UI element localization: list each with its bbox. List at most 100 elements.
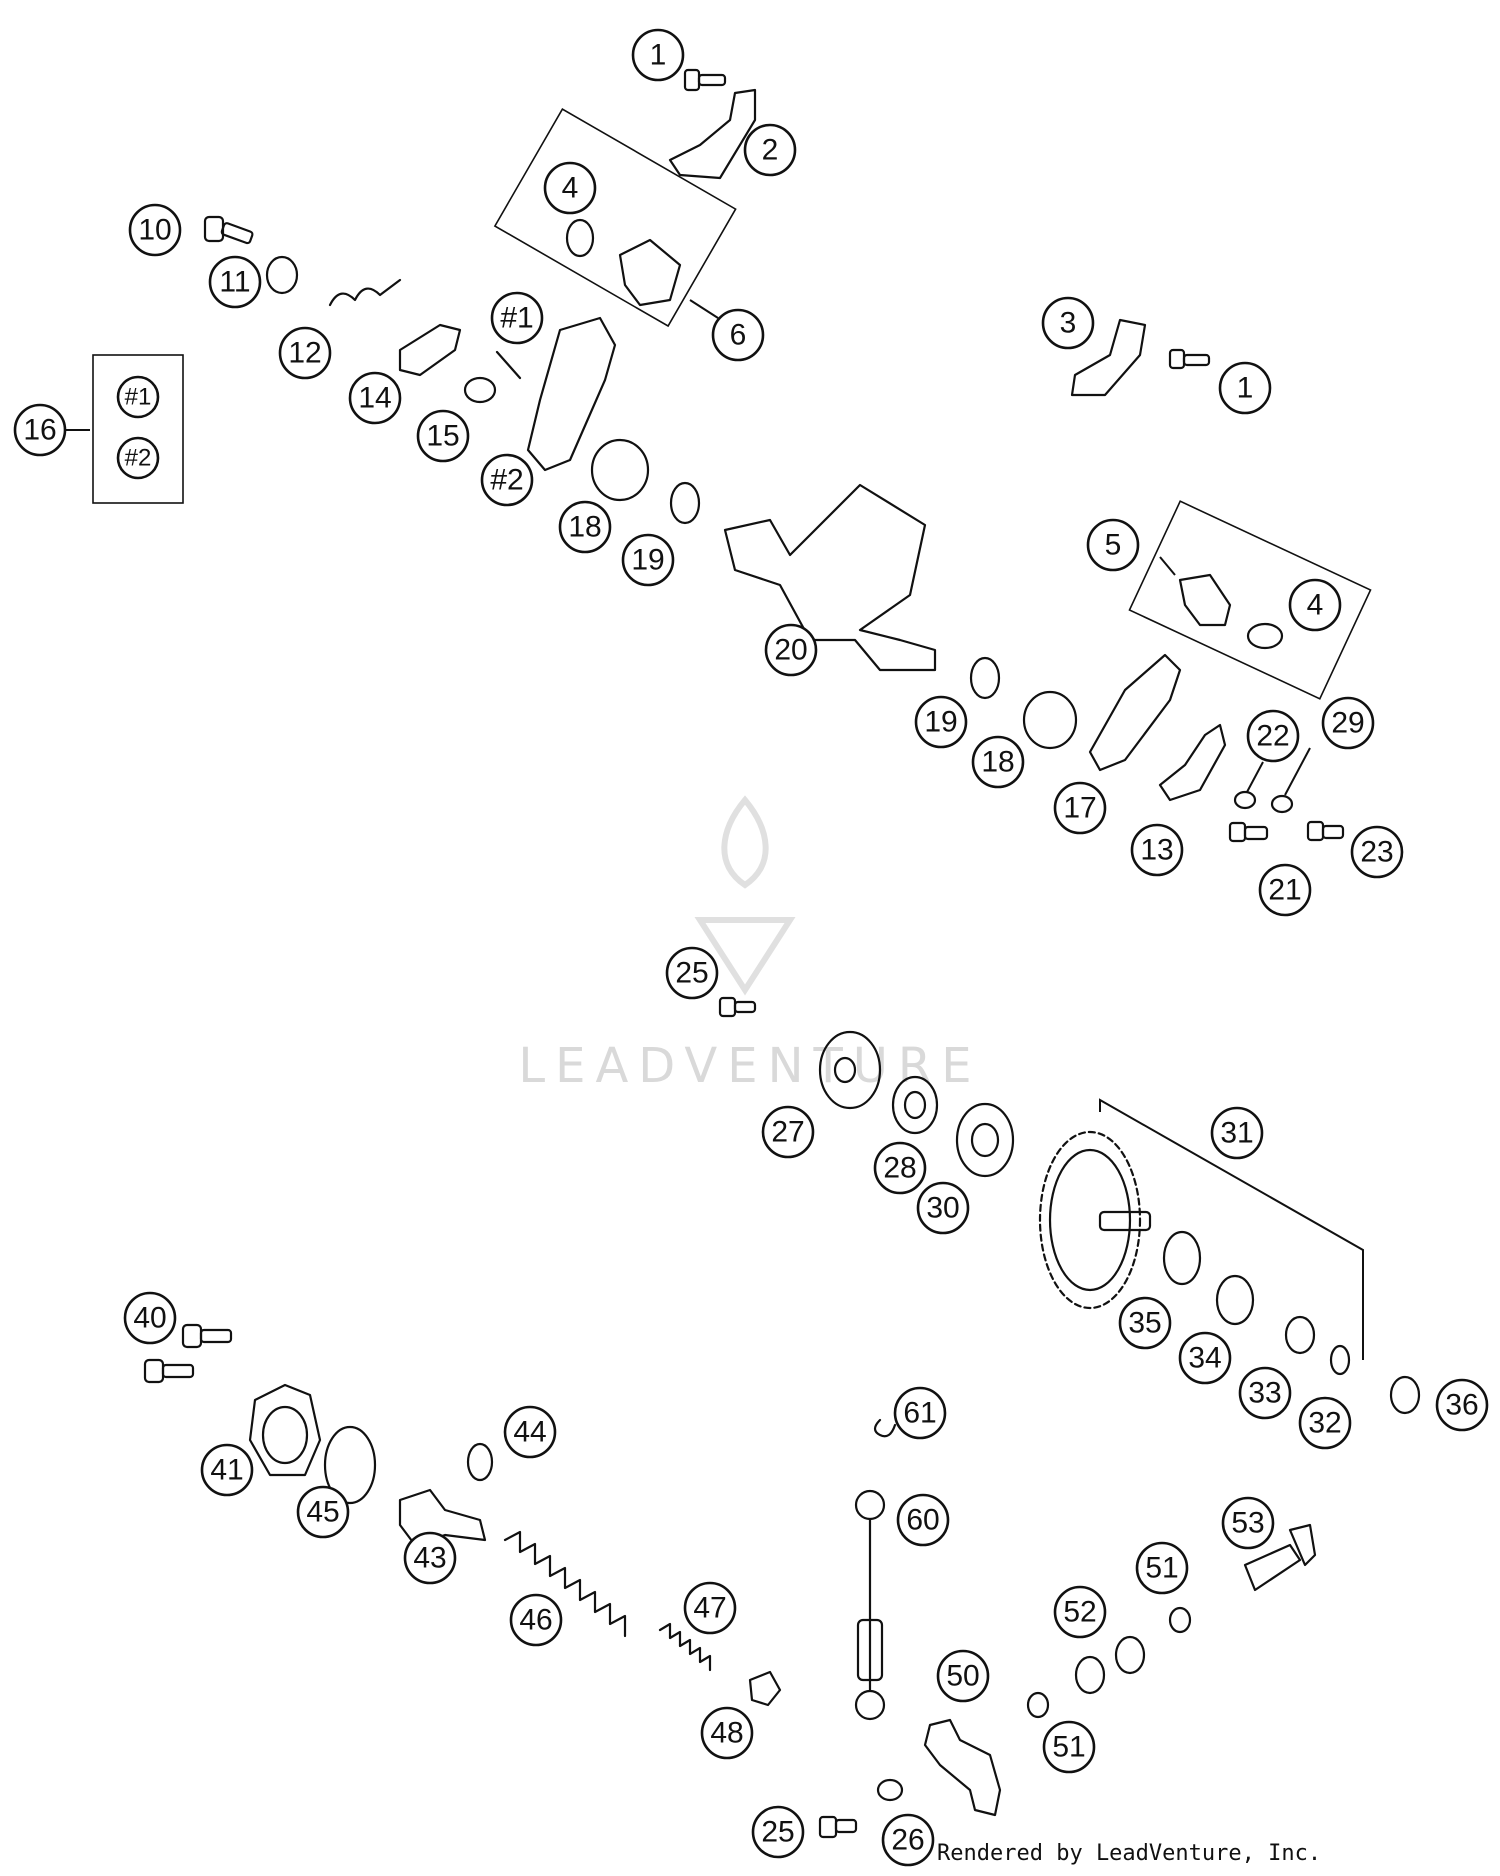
washer-part-35 (1162, 1230, 1202, 1286)
callout-label: 47 (693, 1592, 726, 1625)
callout-c6: 6 (711, 308, 765, 362)
callout-label: 41 (210, 1454, 243, 1487)
callout-circle (490, 291, 544, 345)
callout-circle (971, 735, 1025, 789)
watermark: LEADVENTURE (518, 795, 981, 1094)
callout-circle (123, 1291, 177, 1345)
kit-box-frame (92, 354, 184, 504)
lever-part-50 (923, 1718, 1002, 1817)
callout-circle (914, 695, 968, 749)
callout-circle (700, 1706, 754, 1760)
callout-label: 23 (1360, 836, 1393, 869)
callout-label: 43 (413, 1542, 446, 1575)
callout-c11: 11 (208, 255, 262, 309)
bushing-part-52 (1074, 1635, 1146, 1695)
callout-circle (1435, 1378, 1489, 1432)
callout-label: 16 (23, 414, 56, 447)
callout-circle (128, 203, 182, 257)
callout-c44: 44 (503, 1405, 557, 1459)
callout-c51b: 51 (1042, 1720, 1096, 1774)
callout-circle (916, 1181, 970, 1235)
screw-part-10 (203, 215, 254, 245)
callout-c48: 48 (700, 1706, 754, 1760)
rod-part-60 (854, 1489, 886, 1721)
callout-label: 26 (891, 1824, 924, 1857)
callout-circle (1218, 361, 1272, 415)
callout-circle (1086, 518, 1140, 572)
callout-label: 22 (1256, 720, 1289, 753)
watermark-text: LEADVENTURE (518, 1038, 981, 1094)
callout-circle (1053, 1585, 1107, 1639)
callout-label: 18 (568, 511, 601, 544)
callout-label: 31 (1220, 1117, 1253, 1150)
callout-c43: 43 (403, 1531, 457, 1585)
callout-c23: 23 (1350, 825, 1404, 879)
screw-part-25-bottom (818, 1815, 858, 1839)
callout-label: 21 (1268, 874, 1301, 907)
callout-label: 30 (926, 1192, 959, 1225)
callout-label: 29 (1331, 707, 1364, 740)
callout-c25b: 25 (751, 1805, 805, 1859)
callout-circle (1350, 825, 1404, 879)
callout-circle (764, 623, 818, 677)
bushing-part-11 (265, 255, 299, 295)
callout-label: 20 (774, 634, 807, 667)
callout-label: 50 (946, 1660, 979, 1693)
callout-circle (509, 1593, 563, 1647)
callout-c27: 27 (761, 1105, 815, 1159)
svg-text:#2: #2 (125, 445, 152, 472)
callout-circle (208, 255, 262, 309)
callout-circle (936, 1649, 990, 1703)
screw-part-1-top (683, 68, 727, 92)
cover-part-27 (818, 1030, 882, 1110)
callout-circle (751, 1805, 805, 1859)
oring-part-45 (323, 1425, 377, 1505)
callout-c1a: 1 (631, 28, 685, 82)
callout-circle (1135, 1541, 1189, 1595)
callout-cs2: #2 (480, 453, 534, 507)
watermark-logo (694, 795, 796, 996)
callout-label: 11 (219, 266, 250, 299)
callout-circle (711, 308, 765, 362)
callout-cs1: #1 (490, 291, 544, 345)
kit-box-16: #1 #2 (92, 354, 184, 504)
washer-part-51b (1026, 1691, 1050, 1719)
callout-circle (503, 1405, 557, 1459)
valve-kit-box-5 (1128, 500, 1372, 700)
callout-label: 1 (1237, 372, 1254, 405)
callout-label: 46 (519, 1604, 552, 1637)
callout-circle (631, 28, 685, 82)
screw-part-23 (1306, 820, 1345, 842)
washer-part-29 (1270, 794, 1294, 814)
bracket-part-3 (1070, 318, 1147, 397)
callout-label: 19 (924, 706, 957, 739)
gear-part-31 (1038, 1130, 1152, 1310)
callout-c2: 2 (743, 123, 797, 177)
callout-circle (558, 500, 612, 554)
callout-c12: 12 (278, 326, 332, 380)
callout-circle (1258, 863, 1312, 917)
callout-circle (1053, 781, 1107, 835)
pin-part-s1 (495, 350, 522, 380)
oring-part-19a (669, 481, 701, 525)
bushing-part-18a (590, 438, 650, 502)
callout-label: 48 (710, 1717, 743, 1750)
clip-part-32 (1329, 1344, 1351, 1376)
callout-c61: 61 (893, 1386, 947, 1440)
callout-circle (621, 533, 675, 587)
callout-c52: 52 (1053, 1585, 1107, 1639)
lever-part-s2 (526, 316, 617, 472)
callout-circle (1210, 1106, 1264, 1160)
callout-label: 32 (1308, 1407, 1341, 1440)
callout-circle (416, 409, 470, 463)
washer-part-34 (1215, 1274, 1255, 1326)
plate-part-14 (398, 323, 462, 377)
callout-label: 33 (1248, 1377, 1281, 1410)
callout-circle (743, 123, 797, 177)
callout-label: #2 (490, 464, 523, 497)
callout-circle (1178, 1331, 1232, 1385)
spring-part-12 (328, 278, 402, 307)
housing-part-41 (248, 1383, 322, 1477)
